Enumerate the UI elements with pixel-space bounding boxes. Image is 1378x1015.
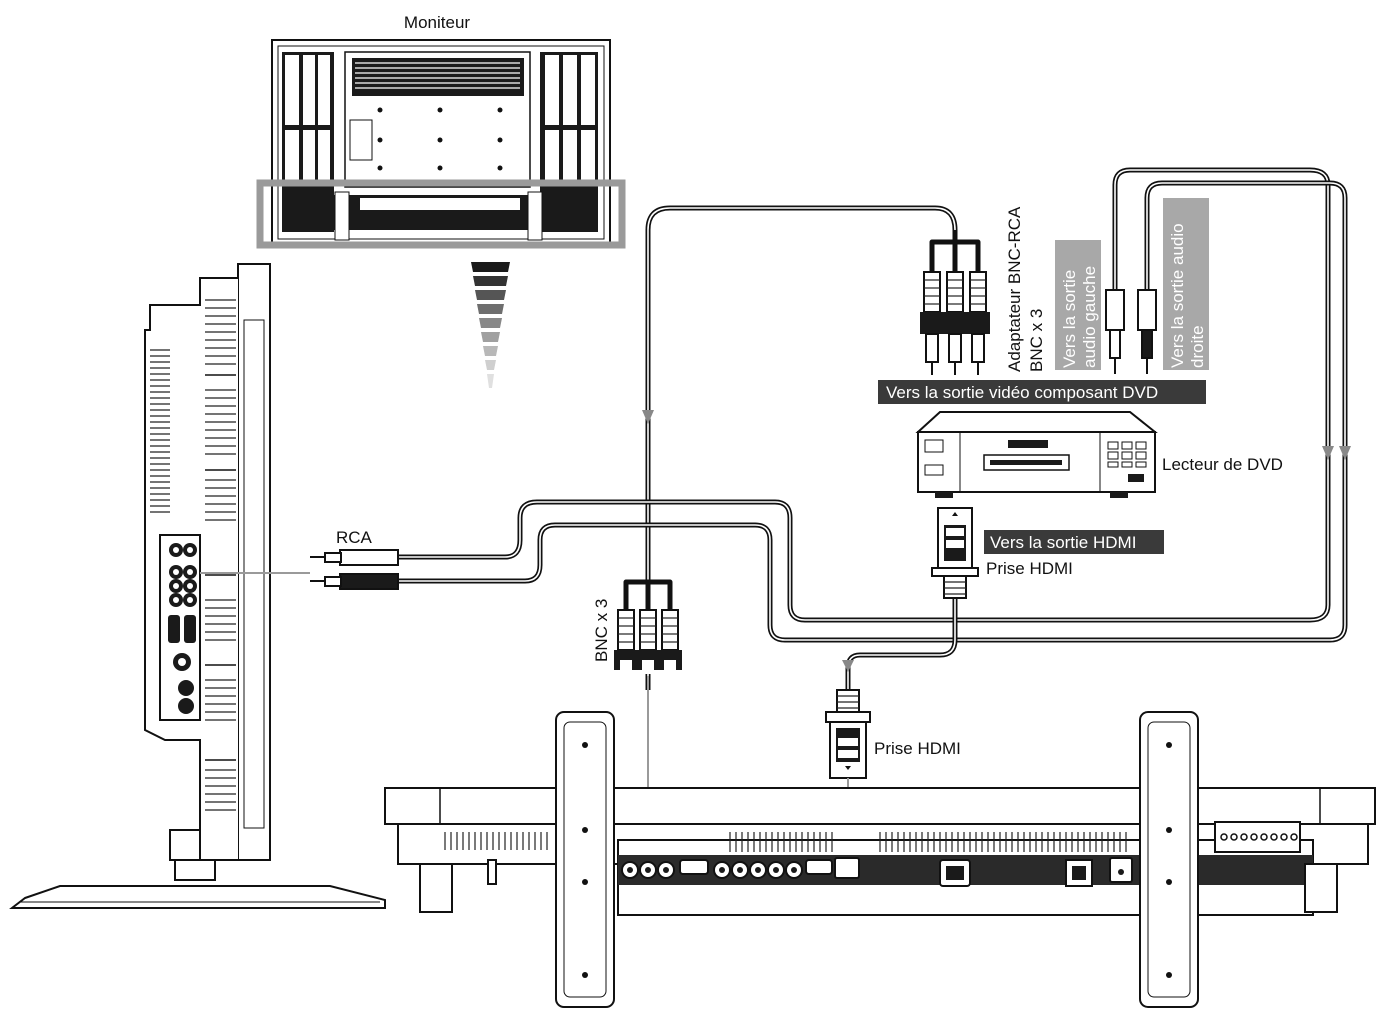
component-out-label: Vers la sortie vidéo composant DVD	[886, 383, 1158, 402]
rca-label: RCA	[336, 528, 373, 547]
component-out-label-bg	[878, 380, 1206, 404]
hdmi-out-label-bg	[984, 530, 1164, 554]
rca-plugs-monitor	[200, 549, 399, 590]
hdmi-plug-bottom-label: Prise HDMI	[874, 739, 961, 758]
audio-right-label-line2: droite	[1188, 325, 1207, 368]
dvd-player-label: Lecteur de DVD	[1162, 455, 1283, 474]
audio-right-label-bg	[1163, 198, 1209, 370]
monitor-rear-view	[256, 39, 626, 388]
audio-rca-plugs	[1105, 289, 1157, 374]
audio-left-label-bg	[1055, 240, 1101, 370]
audio-left-label-line1: Vers la sortie	[1060, 270, 1079, 368]
monitor-bottom-view	[384, 711, 1376, 1008]
zoom-indicator	[471, 262, 510, 388]
hdmi-plug-top-label: Prise HDMI	[986, 559, 1073, 578]
bnc-x3-bottom-label: BNC x 3	[592, 599, 611, 662]
bnc-rca-adapters	[920, 271, 990, 375]
audio-right-label-line1: Vers la sortie audio	[1168, 223, 1187, 368]
hdmi-plug-dvd	[931, 507, 979, 599]
dvd-player	[915, 411, 1158, 498]
hdmi-out-label: Vers la sortie HDMI	[990, 533, 1136, 552]
direction-arrows	[642, 410, 1351, 672]
audio-left-label-line2: audio gauche	[1080, 266, 1099, 368]
monitor-side-view	[9, 263, 386, 909]
bnc-rca-adapter-label: Adaptateur BNC-RCA	[1005, 206, 1024, 372]
monitor-label: Moniteur	[404, 13, 470, 32]
bnc-x3-adapter-label: BNC x 3	[1027, 309, 1046, 372]
